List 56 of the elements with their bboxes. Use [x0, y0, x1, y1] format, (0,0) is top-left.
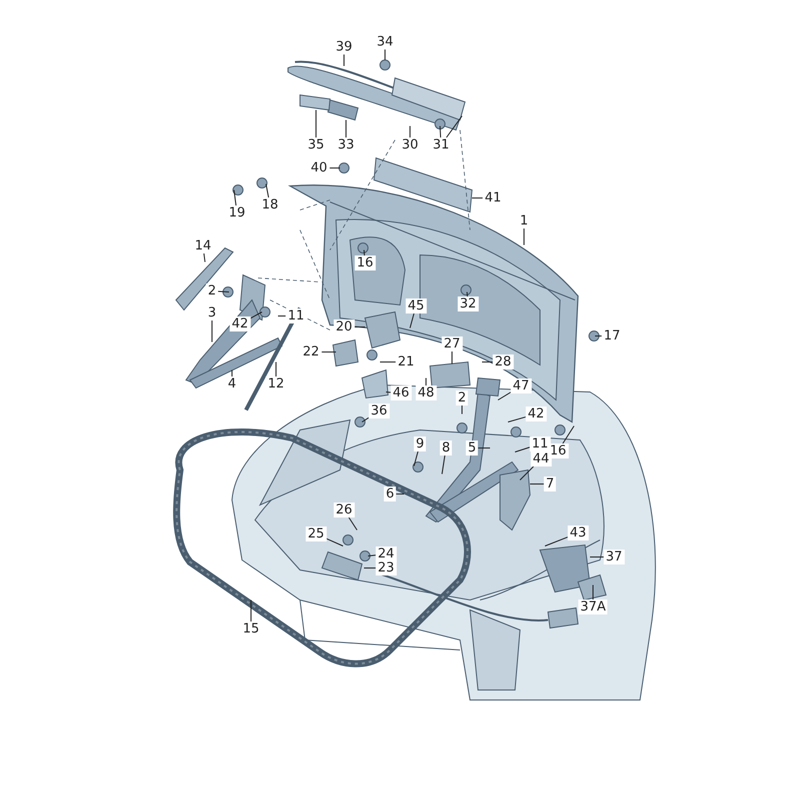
- leader-line: [218, 290, 230, 292]
- callout-number: 45: [406, 298, 426, 314]
- leader-line: [440, 126, 442, 138]
- callout-number: 44: [530, 452, 552, 466]
- leader-line: [498, 392, 512, 400]
- leader-line: [520, 466, 534, 480]
- leader-line: [466, 292, 468, 297]
- leader-line: [410, 313, 414, 328]
- leader-line: [590, 556, 604, 558]
- leader-line: [442, 455, 446, 474]
- callout-number: 5: [466, 440, 478, 456]
- callout-number: 11: [530, 436, 550, 452]
- leader-line: [386, 392, 392, 393]
- leader-line: [384, 49, 386, 60]
- callout-number: 42: [230, 316, 250, 332]
- callout-number: 6: [384, 486, 396, 502]
- callout-number: 16: [548, 444, 568, 458]
- leader-line: [414, 451, 418, 466]
- leader-line: [562, 426, 574, 444]
- callout-number: 11: [286, 308, 306, 324]
- callout-number: 2: [456, 390, 468, 406]
- leader-line: [364, 250, 365, 256]
- leader-line: [234, 190, 237, 206]
- leader-line: [368, 554, 376, 556]
- leader-line: [592, 584, 594, 600]
- leader-line: [446, 116, 462, 138]
- leader-line: [362, 417, 370, 422]
- leader-line: [203, 253, 206, 262]
- callout-number: 36: [368, 404, 390, 418]
- leader-line: [250, 600, 252, 622]
- callout-number: 37A: [578, 600, 608, 614]
- callout-number: 25: [306, 526, 326, 542]
- callout-number: 42: [526, 406, 546, 422]
- callout-number: 43: [568, 526, 588, 540]
- callout-number: 24: [376, 546, 396, 562]
- leader-line: [326, 538, 344, 546]
- callout-number: 46: [390, 386, 412, 400]
- leader-line: [354, 326, 366, 328]
- callout-number: 47: [510, 378, 532, 394]
- leader-line: [508, 416, 526, 422]
- callout-number: 8: [440, 440, 452, 456]
- callout-number: 16: [354, 256, 376, 270]
- callout-number: 28: [492, 354, 514, 370]
- leader-line: [266, 184, 270, 198]
- leader-line: [514, 446, 530, 452]
- leader-line: [250, 312, 262, 319]
- callout-number: 9: [414, 436, 426, 452]
- callout-number: 27: [442, 336, 462, 352]
- leader-line: [348, 517, 358, 530]
- callout-number: 48: [416, 386, 436, 400]
- callout-number: 37: [604, 550, 624, 564]
- callout-number: 7: [544, 476, 556, 492]
- callout-number: 32: [458, 296, 478, 312]
- callout-number: 23: [376, 560, 396, 576]
- callout-number: 26: [334, 502, 354, 518]
- leader-line: [544, 536, 568, 546]
